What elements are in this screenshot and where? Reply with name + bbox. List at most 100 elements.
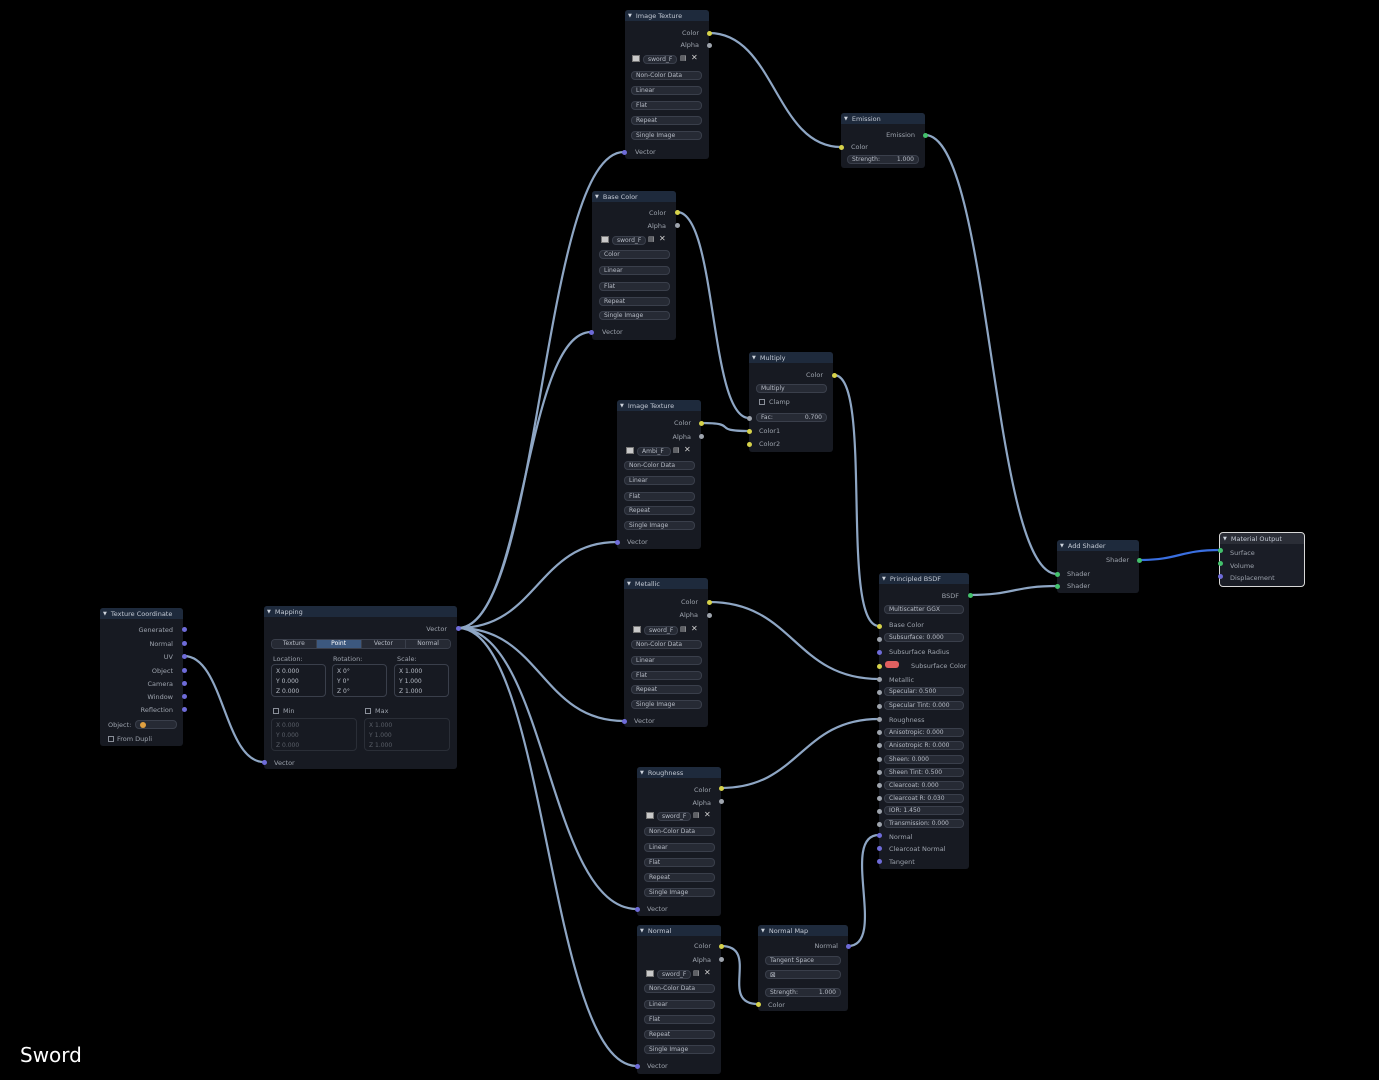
- socket[interactable]: [1054, 571, 1060, 577]
- socket[interactable]: [634, 906, 640, 912]
- node-header[interactable]: ▼Add Shader: [1057, 540, 1139, 551]
- socket[interactable]: [746, 428, 752, 434]
- socket[interactable]: [838, 144, 844, 150]
- socket[interactable]: [876, 623, 882, 629]
- min-y[interactable]: Y 0.000: [276, 731, 299, 739]
- socket[interactable]: [455, 625, 461, 631]
- socket[interactable]: [698, 420, 704, 426]
- socket[interactable]: [876, 676, 882, 682]
- collapse-arrow-icon[interactable]: ▼: [761, 927, 765, 934]
- socket[interactable]: [876, 808, 882, 814]
- socket[interactable]: [746, 441, 752, 447]
- rotation-z[interactable]: Z 0°: [337, 687, 350, 695]
- extension-dropdown[interactable]: Repeat: [644, 1030, 715, 1039]
- extension-dropdown[interactable]: Repeat: [644, 873, 715, 882]
- max-z[interactable]: Z 1.000: [369, 741, 393, 749]
- max-y[interactable]: Y 1.000: [369, 731, 392, 739]
- interpolation-dropdown[interactable]: Linear: [644, 843, 715, 852]
- color-space-dropdown[interactable]: Non-Color Data: [644, 827, 715, 836]
- base-color-node[interactable]: ▼Base Color Color Alpha sword_F ▤ ✕ Colo…: [592, 191, 676, 340]
- socket[interactable]: [922, 132, 928, 138]
- socket[interactable]: [706, 612, 712, 618]
- extension-dropdown[interactable]: Repeat: [631, 116, 702, 125]
- bsdf-input-row[interactable]: Specular: 0.500: [884, 687, 964, 696]
- mapping-node[interactable]: ▼Mapping Vector Texture Point Vector Nor…: [264, 606, 457, 769]
- folder-icon[interactable]: ▤: [693, 811, 700, 819]
- socket[interactable]: [718, 943, 724, 949]
- close-icon[interactable]: ✕: [691, 624, 698, 633]
- node-header[interactable]: ▼Material Output: [1220, 533, 1304, 544]
- space-dropdown[interactable]: Tangent Space: [765, 956, 841, 965]
- source-dropdown[interactable]: Single Image: [599, 311, 670, 320]
- socket[interactable]: [876, 663, 882, 669]
- projection-dropdown[interactable]: Flat: [631, 671, 702, 680]
- bsdf-input-row[interactable]: Subsurface: 0.000: [884, 633, 964, 642]
- source-dropdown[interactable]: Single Image: [631, 700, 702, 709]
- color-space-dropdown[interactable]: Non-Color Data: [644, 984, 715, 993]
- clamp-checkbox[interactable]: [759, 399, 765, 405]
- bsdf-input-row[interactable]: Clearcoat: 0.000: [884, 781, 964, 790]
- node-header[interactable]: ▼Normal Map: [758, 925, 848, 936]
- image-icon[interactable]: [633, 626, 641, 633]
- subsurface-color-swatch[interactable]: [885, 661, 899, 668]
- object-field[interactable]: [135, 720, 177, 729]
- node-header[interactable]: ▼Normal: [637, 925, 721, 936]
- bsdf-input-row[interactable]: Sheen Tint: 0.500: [884, 768, 964, 777]
- interpolation-dropdown[interactable]: Linear: [631, 86, 702, 95]
- bsdf-input-row[interactable]: Anisotropic: 0.000: [884, 728, 964, 737]
- folder-icon[interactable]: ▤: [680, 625, 687, 633]
- close-icon[interactable]: ✕: [704, 810, 711, 819]
- socket[interactable]: [876, 858, 882, 864]
- interpolation-dropdown[interactable]: Linear: [624, 476, 695, 485]
- location-y[interactable]: Y 0.000: [276, 677, 299, 685]
- socket[interactable]: [634, 1063, 640, 1069]
- socket[interactable]: [718, 798, 724, 804]
- node-header[interactable]: ▼Metallic: [624, 578, 708, 589]
- socket[interactable]: [1217, 560, 1223, 566]
- node-header[interactable]: ▼Image Texture: [625, 10, 709, 21]
- blend-mode-dropdown[interactable]: Multiply: [756, 384, 827, 393]
- socket[interactable]: [1217, 547, 1223, 553]
- location-z[interactable]: Z 0.000: [276, 687, 300, 695]
- fac-slider[interactable]: Fac:0.700: [756, 413, 827, 422]
- node-header[interactable]: ▼Roughness: [637, 767, 721, 778]
- close-icon[interactable]: ✕: [659, 234, 666, 243]
- color-space-dropdown[interactable]: Non-Color Data: [624, 461, 695, 470]
- image-icon[interactable]: [646, 812, 654, 819]
- tab-texture[interactable]: Texture: [272, 640, 317, 648]
- material-output-node[interactable]: ▼Material Output Surface Volume Displace…: [1219, 532, 1305, 587]
- min-x[interactable]: X 0.000: [276, 721, 300, 729]
- bsdf-input-row[interactable]: Sheen: 0.000: [884, 755, 964, 764]
- close-icon[interactable]: ✕: [691, 53, 698, 62]
- socket[interactable]: [876, 636, 882, 642]
- folder-icon[interactable]: ▤: [648, 235, 655, 243]
- socket[interactable]: [831, 372, 837, 378]
- color-space-dropdown[interactable]: Non-Color Data: [631, 71, 702, 80]
- extension-dropdown[interactable]: Repeat: [599, 297, 670, 306]
- projection-dropdown[interactable]: Flat: [599, 282, 670, 291]
- collapse-arrow-icon[interactable]: ▼: [640, 927, 644, 934]
- image-name-field[interactable]: sword_F: [612, 236, 646, 245]
- collapse-arrow-icon[interactable]: ▼: [1060, 542, 1064, 549]
- rotation-y[interactable]: Y 0°: [337, 677, 350, 685]
- socket[interactable]: [876, 795, 882, 801]
- principled-bsdf-node[interactable]: ▼Principled BSDF BSDF Multiscatter GGX B…: [879, 573, 969, 869]
- from-dupli-checkbox[interactable]: [108, 736, 114, 742]
- socket[interactable]: [1054, 583, 1060, 589]
- source-dropdown[interactable]: Single Image: [644, 888, 715, 897]
- collapse-arrow-icon[interactable]: ▼: [752, 354, 756, 361]
- image-texture-emission-node[interactable]: ▼Image Texture Color Alpha sword_F ▤ ✕ N…: [625, 10, 709, 159]
- collapse-arrow-icon[interactable]: ▼: [1223, 535, 1227, 542]
- socket[interactable]: [967, 592, 973, 598]
- multiply-node[interactable]: ▼Multiply Color Multiply Clamp Fac:0.700…: [749, 352, 833, 452]
- node-header[interactable]: ▼Principled BSDF: [879, 573, 969, 584]
- source-dropdown[interactable]: Single Image: [624, 521, 695, 530]
- image-name-field[interactable]: Ambi_F: [637, 447, 671, 456]
- image-icon[interactable]: [646, 970, 654, 977]
- metallic-node[interactable]: ▼Metallic Color Alpha sword_F ▤ ✕ Non-Co…: [624, 578, 708, 727]
- socket[interactable]: [698, 433, 704, 439]
- bsdf-input-row[interactable]: Transmission: 0.000: [884, 819, 964, 828]
- projection-dropdown[interactable]: Flat: [644, 1015, 715, 1024]
- node-header[interactable]: ▼Emission: [841, 113, 925, 124]
- scale-fields[interactable]: X 1.000 Y 1.000 Z 1.000: [394, 664, 449, 697]
